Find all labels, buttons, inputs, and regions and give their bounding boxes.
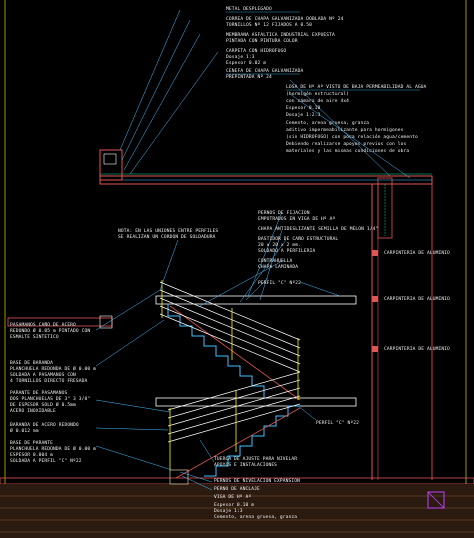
- roof-notes: METAL DESPLEGADO CORREA DE CHAPA GALVANI…: [226, 6, 427, 154]
- lower-labels: PERFIL "C" Nº22 TUERCA DE AJUSTE PARA NI…: [214, 420, 359, 468]
- roof-note: CENEFA DE CHAPA GALVANIZADA: [226, 68, 304, 74]
- left-note: ESMALTE SINTETICO: [10, 334, 59, 340]
- baluster-posts: [161, 280, 299, 470]
- left-note: PLANCHUELA REDONDA DE Ø 0.00 m: [10, 445, 96, 452]
- base-note: Espesor 0.10 m: [214, 502, 254, 508]
- left-note: DOS PLANCHUELAS DE 3" 3 3/8": [10, 396, 90, 402]
- roof-note: Cemento, arena gruesa, granza: [286, 120, 369, 126]
- gutter-section: [103, 153, 117, 165]
- upper-landing: [155, 295, 357, 305]
- roof-note: materiales y las mismas condiciones de o…: [286, 148, 409, 154]
- roof-note: PINTADA CON PINTURA COLOR: [226, 38, 298, 44]
- carpentry-label: CARPINTERIA DE ALUMINIO: [384, 346, 450, 352]
- roof-note: Debiendo realizarse apoyos previos con l…: [286, 141, 406, 147]
- left-note: SOLDADA A PASAMANOS CON: [10, 372, 76, 378]
- left-note: ESPESOR 0.004 m: [10, 452, 53, 458]
- note-underlines: [226, 11, 420, 91]
- left-note: PASAMANOS CAÑO DE ACERO: [10, 321, 76, 328]
- upper-handrail: [159, 281, 301, 373]
- corner-marker: [427, 491, 445, 509]
- roof-note: (hormigón estructural): [286, 90, 349, 97]
- parapet: [99, 149, 123, 181]
- upper-note: CONTRAHUELLA: [258, 258, 293, 264]
- base-note: Cemento, arena gruesa, granza: [214, 514, 297, 520]
- roof-note: MEMBRANA ASFALTICA INDUSTRIAL EXPUESTA: [226, 32, 335, 38]
- carpentry-label: CARPINTERIA DE ALUMINIO: [384, 250, 450, 256]
- upper-note: CHAPA ANTIDESLIZANTE SEMILLA DE MELON 1/…: [258, 226, 378, 232]
- left-note: REDONDO Ø 0.05 m PINTADO CON: [10, 327, 90, 334]
- base-note: PERNO DE ANCLAJE: [214, 486, 260, 492]
- roof-note: (sin HIDROFUGO) con poca relación agua/c…: [286, 133, 418, 140]
- roof-note: con cámara de aire 4x4: [286, 97, 349, 104]
- base-note: Dosaje 1:3: [214, 508, 243, 514]
- left-note: BARANDA DE ACERO REDONDO: [10, 422, 79, 428]
- carpentry-label: CARPINTERIA DE ALUMINIO: [384, 296, 450, 302]
- upper-notes: PERNOS DE FIJACION EMPOTRADOS EN VIGA DE…: [258, 210, 378, 286]
- corner-marker-cross: [427, 491, 445, 509]
- base-notes: PERNOS DE NIVELACION EXPANSION PERNO DE …: [214, 478, 300, 520]
- lower-label: APOYOS E INSTALACIONES: [214, 462, 277, 468]
- roof-note: Espesor 0.02 m: [226, 60, 266, 66]
- slab-edge-detail: [99, 315, 113, 329]
- lower-handrail: [167, 371, 301, 443]
- left-note: 4 TORNILLOS DIRECTO FRESADA: [10, 378, 88, 384]
- upper-note: BASTIDOR DE CAÑO ESTRUCTURAL: [258, 235, 338, 242]
- roof-note: CORREA DE CHAPA GALVANIZADA DOBLADA Nº 2…: [226, 16, 344, 22]
- upper-stringer: [169, 305, 301, 401]
- upper-note: 20 x 20 x 2 mm.: [258, 242, 301, 248]
- left-note: PLANCHUELA REDONDA DE Ø 0.00 m: [10, 365, 96, 372]
- roof-note: Dosaje 1:3: [226, 54, 255, 60]
- upper-note: SOLDADO A PERFILERIA: [258, 248, 315, 254]
- roof-note: CARPETA CON HIDROFUGO: [226, 48, 286, 54]
- left-note: SOLDADA A PERFIL "C" Nº22: [10, 458, 82, 464]
- roof-note: PREPINTADA Nº 24: [226, 74, 272, 80]
- upper-flight-steps: [167, 304, 265, 398]
- left-notes: PASAMANOS CAÑO DE ACERO REDONDO Ø 0.05 m…: [10, 321, 96, 464]
- base-note: PERNOS DE NIVELACION EXPANSION: [214, 478, 300, 484]
- roof-note: Dosaje 1:2:3: [286, 112, 321, 118]
- upper-note: EMPOTRADOS EN VIGA DE Hº Aº: [258, 216, 336, 222]
- roof-note: TORNILLOS Nº 12 FIJADOS A 0.50: [226, 22, 312, 28]
- lower-stringer: [175, 407, 301, 479]
- left-note: BASE DE PARANTE: [10, 440, 53, 446]
- weld-note-line: SE REALIZAN UN CORDON DE SOLDADURA: [118, 234, 216, 240]
- roof-note: METAL DESPLEGADO: [226, 6, 272, 12]
- weld-note: NOTA: EN LAS UNIONES ENTRE PERFILES SE R…: [118, 228, 218, 240]
- left-note: Ø 0.012 mm: [10, 427, 39, 434]
- roof-note: aditivo impermeabilizante para hormigone…: [286, 127, 404, 133]
- roof-note: Espesor 0.10: [286, 105, 321, 111]
- lower-label: PERFIL "C" Nº22: [316, 420, 359, 426]
- soil-hatch-lines: [0, 495, 474, 533]
- stair-footing: [169, 469, 189, 485]
- window-anchor-3: [372, 346, 378, 352]
- soil-hatch: [0, 484, 474, 538]
- roof-note: LOSA DE Hº Aº VISTO DE BAJA PERMEABILIDA…: [286, 84, 427, 90]
- upper-note: PERNOS DE FIJACION: [258, 210, 310, 216]
- weld-note-line: NOTA: EN LAS UNIONES ENTRE PERFILES: [118, 228, 218, 234]
- left-note: ACERO INOXIDABLE: [10, 408, 56, 414]
- left-note: DE ESPESOR SOLD Ø 0.5mm: [10, 401, 76, 408]
- lower-label: TUERCA DE AJUSTE PARA NIVELAR: [214, 456, 297, 462]
- carpentry-labels: CARPINTERIA DE ALUMINIO CARPINTERIA DE A…: [384, 250, 450, 352]
- window-anchor-2: [372, 296, 378, 302]
- left-note: BASE DE BARANDA: [10, 360, 53, 366]
- left-note: PARANTE DE PASAMANOS: [10, 390, 67, 396]
- upper-note: CHAPA LAMINADA: [258, 264, 298, 270]
- base-note: VIGA DE Hº Aº: [214, 494, 251, 500]
- window-anchor-1: [372, 250, 378, 256]
- leader-lines: [95, 9, 411, 491]
- lower-landing: [155, 397, 357, 407]
- lower-flight-steps: [204, 405, 300, 477]
- upper-note: PERFIL "C" Nº22: [258, 280, 301, 286]
